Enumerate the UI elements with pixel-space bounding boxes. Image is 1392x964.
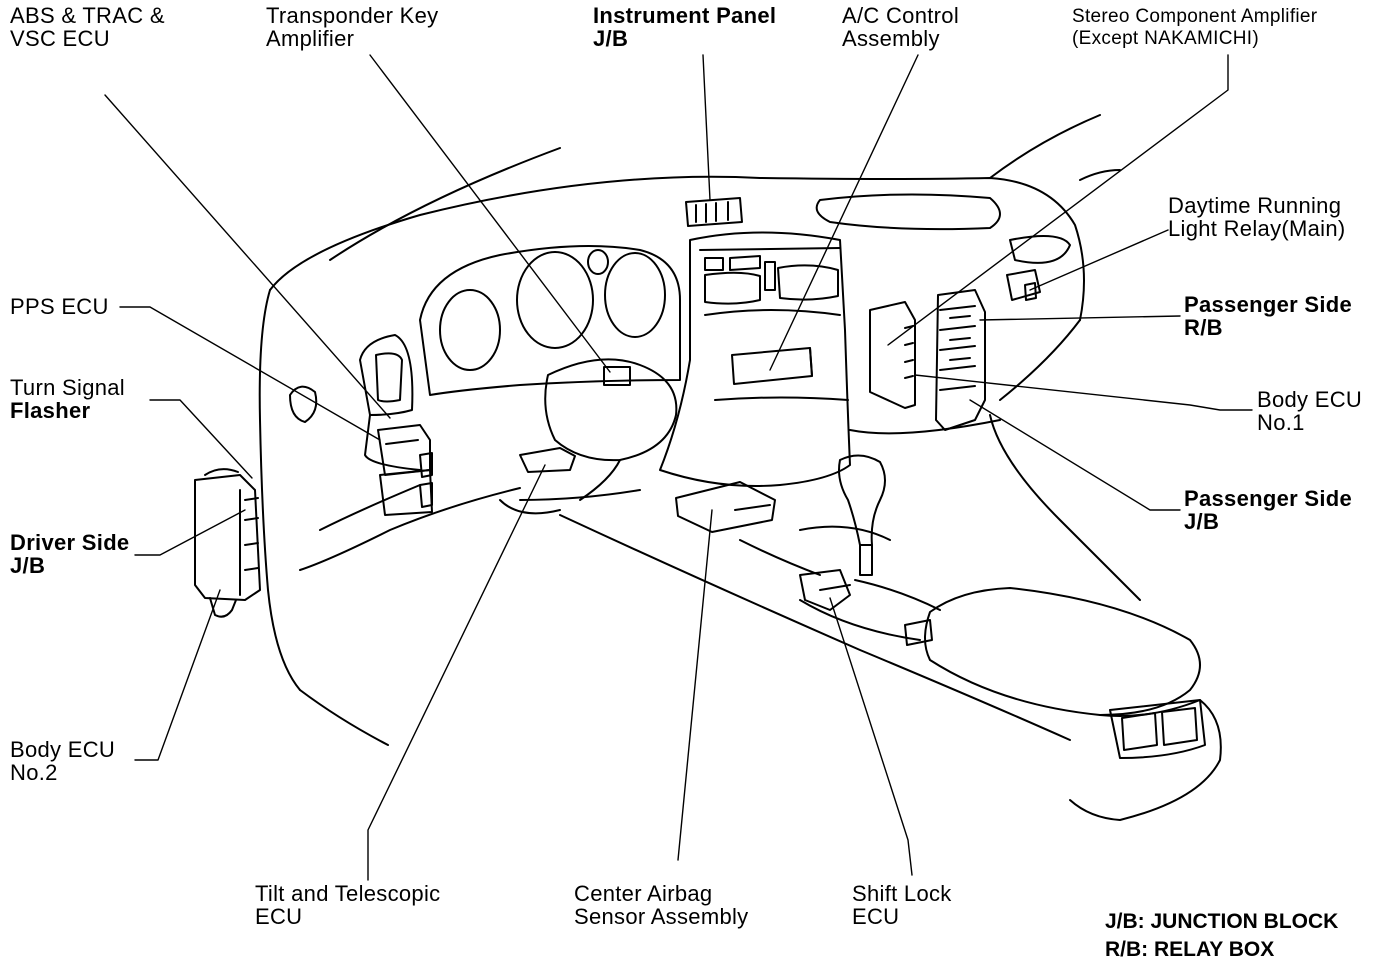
dashboard-outline [258, 114, 1141, 746]
label-abs-trac-vsc-ecu: ABS & TRAC &VSC ECU [10, 3, 165, 51]
center-console [739, 454, 1222, 821]
legend-rb: R/B: RELAY BOX [1105, 938, 1275, 961]
passenger-side-parts [869, 269, 1041, 431]
instrument-panel-jb-part [685, 197, 743, 227]
center-stack [659, 231, 851, 487]
driver-side-jb-part [194, 468, 261, 618]
label-pps-ecu: PPS ECU [10, 294, 109, 319]
legend: J/B: JUNCTION BLOCK R/B: RELAY BOX [1105, 908, 1338, 964]
airbag-sensor-part [675, 481, 776, 533]
label-stereo-component-amplifier: Stereo Component Amplifier(Except NAKAMI… [1072, 6, 1318, 49]
leader-lines [104, 54, 1253, 881]
legend-jb: J/B: JUNCTION BLOCK [1105, 910, 1339, 933]
steering-column [499, 358, 678, 515]
driver-side-parts [377, 424, 433, 516]
instrument-cluster [359, 245, 681, 471]
